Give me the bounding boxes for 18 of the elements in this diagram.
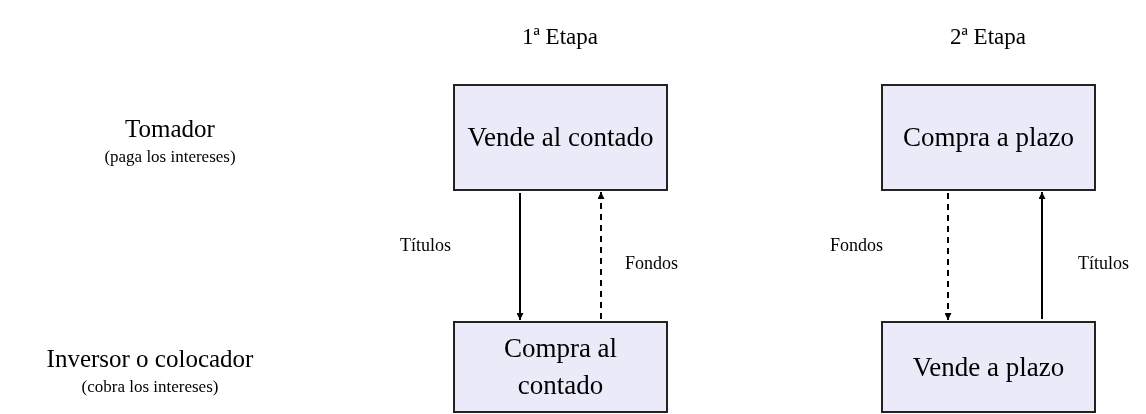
arrow [1038, 191, 1046, 320]
box-text: Compra a plazo [903, 121, 1074, 154]
arrow [944, 192, 952, 321]
column-heading: 1ª Etapa [521, 23, 599, 51]
process-box [881, 321, 1096, 413]
row-heading: Inversor o colocador [45, 344, 255, 374]
box-text: Vende al contado [467, 121, 654, 154]
row-heading: (cobra los intereses) [80, 376, 220, 398]
row-heading: Tomador [124, 114, 216, 144]
box-text: Vende a plazo [912, 350, 1065, 384]
column-heading: 2ª Etapa [949, 23, 1027, 51]
process-box [453, 84, 668, 191]
row-heading: (paga los intereses) [103, 146, 237, 168]
arrow [597, 191, 605, 320]
process-box [881, 84, 1096, 191]
box-text: Compra al contado [502, 332, 619, 402]
arrow [516, 192, 524, 321]
process-box [453, 321, 668, 413]
